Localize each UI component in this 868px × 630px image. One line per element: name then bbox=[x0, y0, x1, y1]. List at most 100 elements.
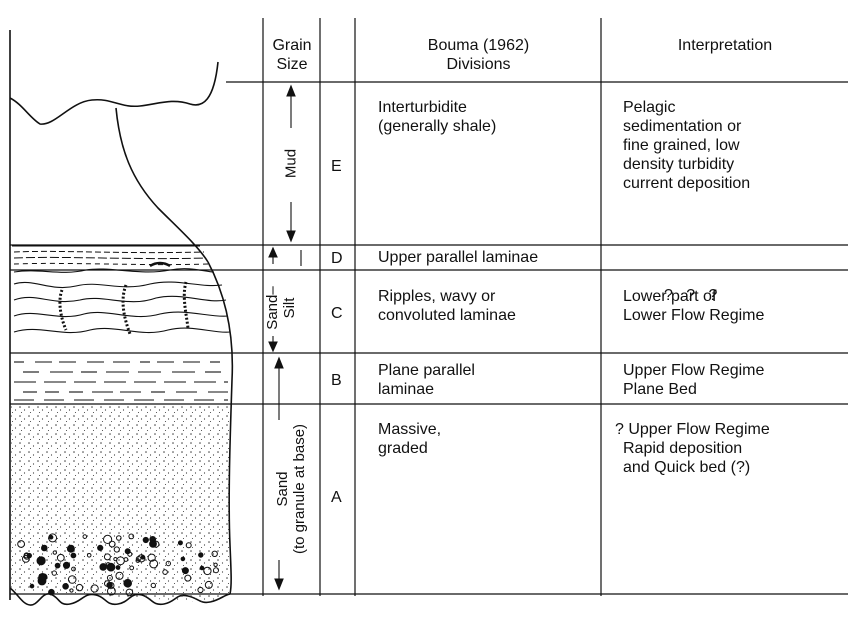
granule bbox=[17, 540, 26, 548]
granule bbox=[165, 560, 172, 567]
interpretation-line: Upper Flow Regime bbox=[623, 362, 765, 379]
header-grain-line: Grain bbox=[272, 37, 312, 54]
interpretation-d: ? ? ? bbox=[664, 248, 717, 343]
granule bbox=[123, 578, 132, 588]
sand-dotted-fill bbox=[11, 405, 232, 603]
granule bbox=[185, 542, 192, 549]
header-size-line: Size bbox=[276, 56, 308, 73]
granule bbox=[115, 565, 121, 570]
division-letter-c: C bbox=[331, 305, 343, 322]
interpretation-line: current deposition bbox=[623, 175, 751, 192]
granule bbox=[48, 534, 54, 540]
convolute-line bbox=[121, 284, 132, 335]
silt-arrow-down bbox=[268, 341, 278, 353]
interpretation-c: Lower part of Lower Flow Regime bbox=[623, 287, 764, 325]
granule bbox=[71, 566, 76, 572]
ripple-line bbox=[13, 295, 227, 303]
granule bbox=[97, 544, 104, 552]
granule bbox=[199, 565, 205, 571]
interpretation-line: Pelagic bbox=[623, 99, 676, 116]
granule bbox=[203, 566, 212, 576]
division-line: Massive, bbox=[378, 421, 442, 438]
granule bbox=[22, 555, 30, 563]
ripple-line bbox=[13, 327, 231, 334]
granule bbox=[103, 553, 111, 561]
header-divisions-line: Divisions bbox=[446, 56, 511, 73]
granule bbox=[177, 540, 183, 546]
ripple-line bbox=[13, 281, 223, 289]
grain-label-granule-note: (to granule at base) bbox=[291, 423, 308, 555]
upper-parallel-laminae bbox=[12, 245, 209, 268]
grain-label-silt-line: Silt bbox=[281, 297, 298, 319]
granule bbox=[213, 567, 219, 574]
division-line: graded bbox=[378, 440, 428, 457]
granule bbox=[115, 571, 124, 580]
division-d-description: Upper parallel laminae bbox=[378, 248, 538, 267]
granule bbox=[51, 570, 57, 576]
granule bbox=[184, 574, 192, 582]
granule bbox=[198, 552, 204, 558]
granule bbox=[41, 544, 48, 552]
granule bbox=[69, 588, 74, 593]
granule bbox=[103, 534, 113, 545]
granule bbox=[36, 556, 46, 566]
granule bbox=[149, 559, 159, 569]
granule bbox=[90, 584, 99, 593]
granule bbox=[23, 552, 30, 559]
ripple-line bbox=[13, 311, 229, 318]
granule bbox=[108, 540, 116, 548]
granule bbox=[82, 534, 88, 539]
granule bbox=[38, 573, 47, 582]
table-grid bbox=[10, 18, 848, 596]
division-letter-d: D bbox=[331, 250, 343, 267]
grain-label-sand-silt: Sand– Silt bbox=[264, 276, 300, 340]
division-line: Plane parallel bbox=[378, 362, 475, 379]
silt-arrow-up bbox=[268, 246, 278, 258]
lamina-line bbox=[149, 261, 171, 268]
interpretation-line: Lower Flow Regime bbox=[623, 307, 765, 324]
granule bbox=[106, 574, 113, 581]
interpretation-b: Upper Flow Regime Plane Bed bbox=[623, 361, 764, 399]
division-line: laminae bbox=[378, 381, 435, 398]
division-letter-a: A bbox=[331, 489, 342, 506]
interpretation-line: fine grained, low bbox=[623, 137, 740, 154]
granule bbox=[70, 552, 77, 559]
granule bbox=[62, 583, 69, 590]
interpretation-line: Lower part of bbox=[623, 288, 717, 305]
interpretation-line: and Quick bed (?) bbox=[623, 459, 751, 476]
granule bbox=[137, 554, 146, 563]
division-line: (generally shale) bbox=[378, 118, 497, 135]
granule bbox=[211, 550, 218, 557]
interpretation-e: Pelagic sedimentation or fine grained, l… bbox=[623, 98, 750, 193]
granule bbox=[129, 565, 135, 571]
granule bbox=[106, 562, 116, 572]
header-bouma-divisions: Bouma (1962) Divisions bbox=[356, 36, 601, 74]
division-line: Ripples, wavy or bbox=[378, 288, 496, 305]
header-interpretation: Interpretation bbox=[677, 37, 773, 54]
division-a-description: Massive, graded bbox=[378, 420, 441, 458]
granule bbox=[48, 533, 58, 543]
sand-arrow-up bbox=[274, 356, 284, 369]
header-bouma-line: Bouma (1962) bbox=[427, 37, 530, 54]
convolute-line bbox=[182, 281, 190, 329]
granule bbox=[204, 580, 213, 589]
granule bbox=[213, 562, 218, 567]
granule bbox=[56, 553, 65, 562]
granule bbox=[180, 556, 186, 562]
interpretation-line: density turbidity bbox=[623, 156, 735, 173]
granule bbox=[124, 548, 131, 555]
granules-at-base bbox=[17, 533, 219, 597]
lamina-line bbox=[13, 262, 209, 266]
granule bbox=[181, 567, 189, 575]
division-line: Interturbidite bbox=[378, 99, 467, 116]
granule bbox=[135, 558, 141, 563]
granule bbox=[116, 535, 122, 541]
granule bbox=[99, 563, 107, 571]
division-letter-e: E bbox=[331, 158, 342, 175]
granule bbox=[140, 555, 146, 560]
division-b-description: Plane parallel laminae bbox=[378, 361, 475, 399]
division-c-description: Ripples, wavy or convoluted laminae bbox=[378, 287, 516, 325]
granule bbox=[67, 575, 77, 584]
